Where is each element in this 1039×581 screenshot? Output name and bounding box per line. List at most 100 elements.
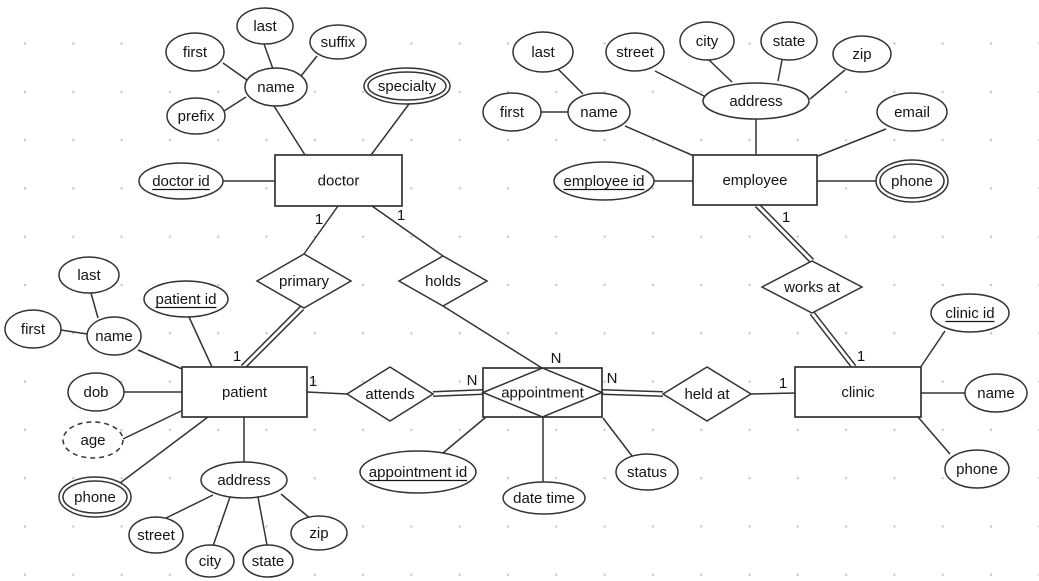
connection-patient-id-to-patient (188, 316, 213, 368)
connection-holds-to-appointment (442, 305, 543, 369)
attribute-patient-address: address (200, 461, 288, 499)
relationship-held-at: held at (661, 366, 753, 422)
cardinality-doctor-holds: 1 (397, 207, 405, 224)
doctor-specialty-inner-ellipse (367, 71, 447, 101)
connections (60, 43, 965, 547)
connection-primary-to-patient (240, 305, 305, 370)
patient-zip-ellipse (290, 515, 348, 551)
appointment-id-ellipse (359, 450, 477, 494)
patient-name-ellipse (86, 316, 142, 356)
connection-clinic-id-to-clinic (919, 330, 946, 369)
doctor-id-label: doctor id (152, 173, 210, 190)
patient-first-ellipse (4, 309, 62, 349)
patient-dob-label: dob (83, 384, 108, 401)
doctor-prefix-ellipse (166, 97, 226, 135)
patient-street-ellipse (128, 516, 184, 554)
works-at-label: works at (783, 279, 841, 296)
attribute-employee-street: street (605, 32, 665, 72)
patient-last-ellipse (58, 256, 120, 294)
employee-state-ellipse (760, 21, 818, 61)
held-at-diamond (661, 366, 753, 422)
connection-held-at-to-clinic (750, 392, 796, 395)
holds-diamond (397, 255, 489, 307)
employee-first-ellipse (482, 92, 542, 132)
connection-employee-email-to-employee (817, 128, 887, 157)
patient-phone-label: phone (74, 489, 116, 506)
connection-doctor-first-to-name (222, 62, 248, 81)
connection-patient-address-to-city (212, 496, 231, 547)
primary-diamond (255, 253, 353, 309)
connection-employee-name-to-employee (624, 125, 695, 157)
patient-city-ellipse (185, 544, 235, 578)
employee-city-ellipse (679, 21, 735, 61)
attends-label: attends (365, 386, 414, 403)
doctor-suffix-ellipse (309, 24, 367, 60)
employee-name-ellipse (567, 92, 631, 132)
doctor-first-label: first (183, 44, 208, 61)
attribute-employee-zip: zip (832, 35, 892, 73)
connection-works-at-to-clinic (809, 311, 857, 369)
employee-id-label: employee id (564, 173, 645, 190)
connection-employee-to-works-at (754, 202, 815, 264)
connection-doctor-last-to-name (263, 43, 274, 70)
clinic-box (794, 366, 922, 418)
clinic-id-label: clinic id (945, 305, 994, 322)
clinic-phone-label: phone (956, 461, 998, 478)
doctor-last-ellipse (236, 7, 294, 45)
attribute-employee-last: last (512, 31, 574, 73)
doctor-label: doctor (318, 173, 360, 190)
connection-employee-state-to-address (777, 59, 783, 82)
patient-address-ellipse (200, 461, 288, 499)
cardinality-clinic-works-at: 1 (857, 348, 865, 365)
cardinality-appointment-attends: N (467, 372, 478, 389)
employee-street-label: street (616, 44, 654, 61)
attribute-doctor-id: doctor id (138, 162, 224, 200)
employee-street-ellipse (605, 32, 665, 72)
cardinality-appointment-held-at: N (607, 370, 618, 387)
attribute-employee-address: address (702, 82, 810, 120)
attribute-employee-id: employee id (553, 161, 655, 201)
employee-zip-ellipse (832, 35, 892, 73)
patient-state-label: state (252, 553, 285, 570)
employee-phone-inner-ellipse (879, 163, 945, 199)
patient-phone-inner-ellipse (62, 480, 128, 514)
attribute-employee-state: state (760, 21, 818, 61)
held-at-label: held at (684, 386, 730, 403)
connection-employee-city-to-address (708, 59, 733, 83)
attribute-appointment-id: appointment id (359, 450, 477, 494)
attribute-doctor-suffix: suffix (309, 24, 367, 60)
patient-first-label: first (21, 321, 46, 338)
relationship-works-at: works at (760, 260, 864, 314)
patient-address-label: address (217, 472, 270, 489)
doctor-last-label: last (253, 18, 277, 35)
attribute-patient-last: last (58, 256, 120, 294)
doctor-specialty-ellipse (363, 67, 451, 105)
connection-appointment-id-to-appointment (442, 416, 487, 454)
appointment-label: appointment (501, 385, 584, 402)
doctor-first-ellipse (165, 32, 225, 72)
clinic-label: clinic (841, 384, 875, 401)
appointment-inner-diamond (481, 367, 604, 418)
connection-doctor-name-to-doctor (273, 105, 306, 156)
connection-employee-street-to-address (654, 70, 705, 97)
employee-last-ellipse (512, 31, 574, 73)
appointment-id-label: appointment id (369, 464, 467, 481)
doctor-suffix-label: suffix (321, 34, 356, 51)
connection-patient-last-to-name (90, 292, 99, 319)
cardinality-patient-attends: 1 (309, 373, 317, 390)
patient-city-label: city (199, 553, 222, 570)
entity-employee: employee (692, 154, 818, 206)
doctor-name-ellipse (244, 67, 308, 107)
employee-first-label: first (500, 104, 525, 121)
relationship-holds: holds (397, 255, 489, 307)
doctor-specialty-label: specialty (378, 78, 437, 95)
doctor-prefix-label: prefix (178, 108, 215, 125)
connection-appointment-to-held-at (601, 389, 664, 397)
attribute-patient-dob: dob (67, 372, 125, 412)
employee-email-label: email (894, 104, 930, 121)
employee-label: employee (722, 172, 787, 189)
patient-last-label: last (77, 267, 101, 284)
entity-doctor: doctor (274, 154, 403, 207)
